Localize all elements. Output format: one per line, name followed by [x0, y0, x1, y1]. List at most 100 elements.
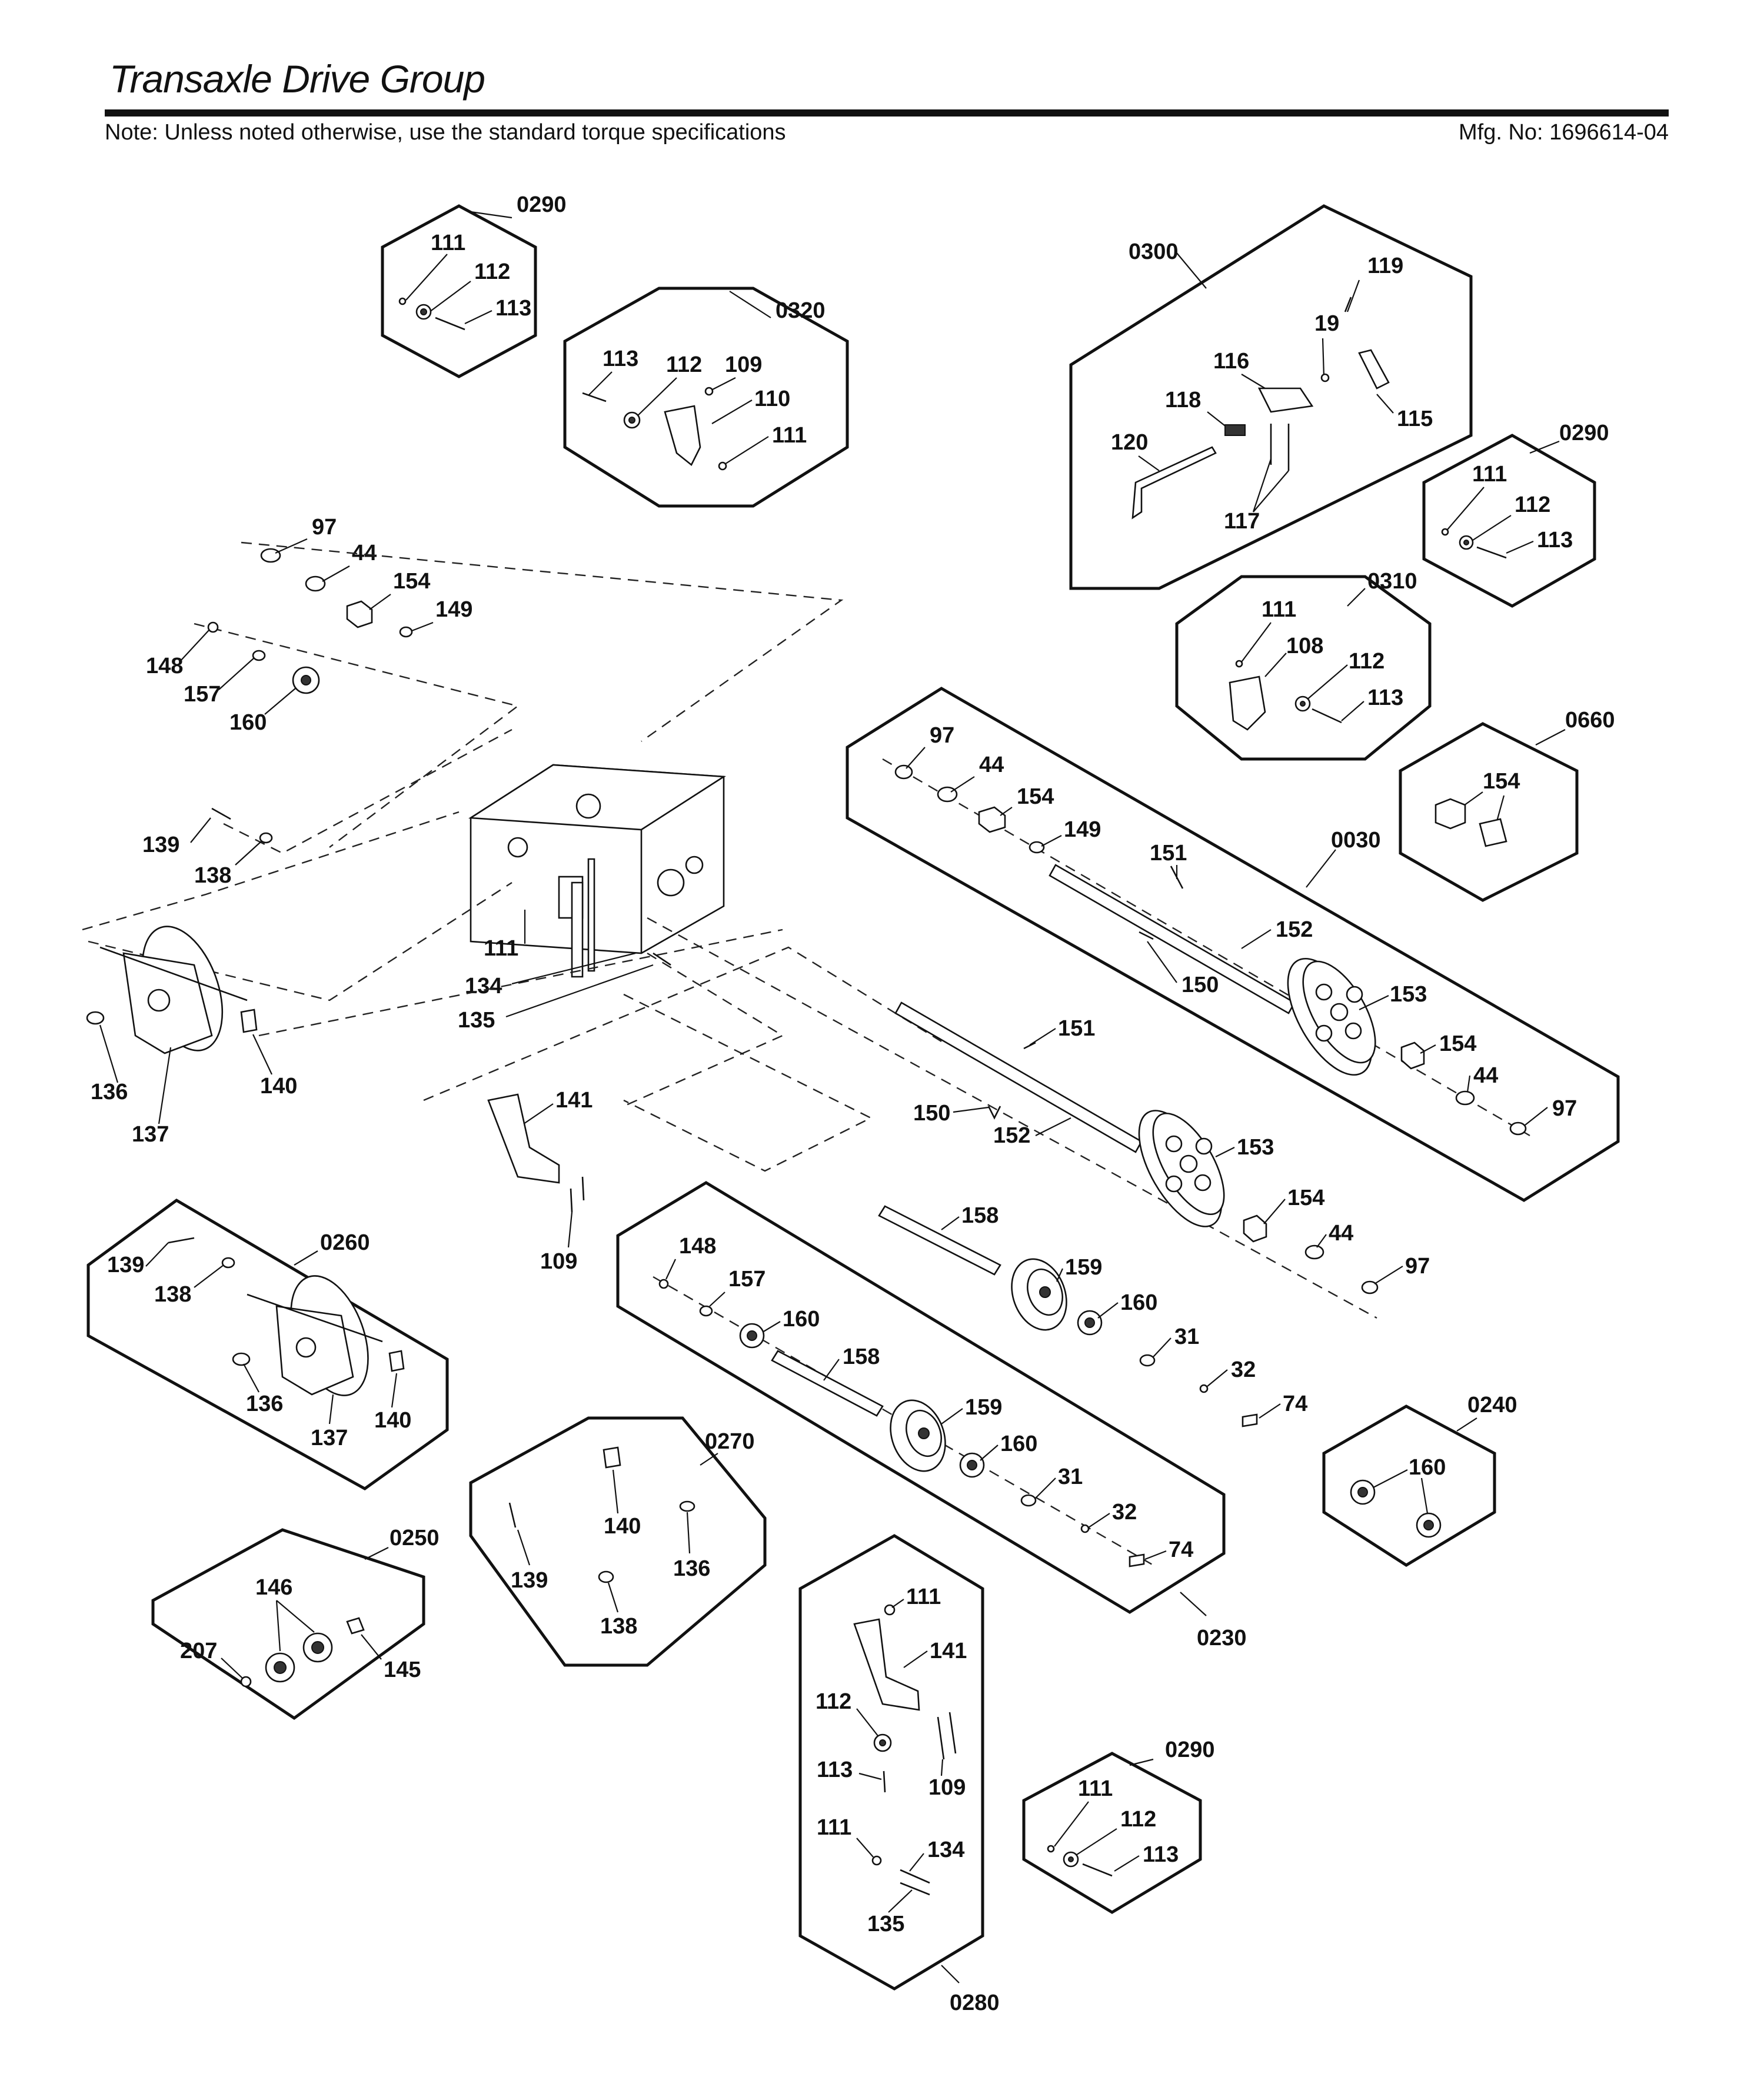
- mfg-number: Mfg. No: 1696614-04: [1458, 120, 1669, 145]
- wheel-assembly-137: [99, 926, 248, 1054]
- callout-label: 138: [194, 863, 231, 888]
- kit-0300: 0300 119 19 116 118 120 117 115: [1069, 204, 1473, 590]
- callout-label: 113: [817, 1758, 853, 1782]
- callout-label: 74: [1169, 1537, 1193, 1562]
- callout-label: 111: [772, 423, 807, 448]
- callout-label: 154: [393, 569, 430, 594]
- callout-label: 113: [603, 347, 638, 371]
- callout-label: 97: [312, 515, 337, 540]
- callout-label: 148: [679, 1234, 716, 1259]
- callout-label: 19: [1314, 311, 1339, 336]
- callout-label: 154: [1017, 784, 1054, 809]
- callout-label: 109: [540, 1249, 577, 1274]
- kit-ref-label: 0030: [1331, 828, 1381, 853]
- callout-label: 154: [1287, 1186, 1324, 1210]
- kit-0260: 0260 139 138 136 137 140: [86, 1199, 449, 1490]
- callout-label: 154: [1483, 769, 1520, 794]
- callout-label: 97: [930, 723, 954, 748]
- kit-0320: 0320 113 112 109 110 111: [563, 287, 849, 508]
- callout-label: 115: [1397, 407, 1433, 431]
- callout-label: 111: [1262, 597, 1296, 622]
- callout-label: 153: [1237, 1135, 1274, 1160]
- callout-label: 158: [961, 1203, 999, 1228]
- callout-label: 108: [1286, 634, 1323, 658]
- callout-label: 31: [1058, 1465, 1083, 1489]
- callout-label: 136: [91, 1080, 128, 1104]
- callout-label: 111: [906, 1585, 941, 1609]
- kit-ref-label: 0310: [1367, 569, 1417, 594]
- callout-label: 134: [465, 974, 502, 999]
- callout-label: 112: [474, 259, 510, 284]
- hub-159: [1011, 1258, 1067, 1331]
- callout-label: 111: [817, 1815, 851, 1840]
- kit-0240: 0240 160: [1322, 1393, 1517, 1567]
- callout-label: 112: [816, 1689, 851, 1714]
- callout-label: 113: [1537, 528, 1573, 553]
- callout-label: 141: [930, 1639, 967, 1663]
- callout-label: 150: [913, 1101, 950, 1126]
- callout-label: 112: [1349, 649, 1384, 674]
- callout-label: 110: [754, 387, 790, 411]
- callout-label: 113: [1367, 685, 1403, 710]
- kit-0030: 0030 97 44 154 149 151 152 150 153 154 4…: [846, 687, 1620, 1202]
- callout-label: 146: [255, 1575, 292, 1600]
- callout-label: 140: [374, 1408, 411, 1433]
- kit-ref-label: 0290: [1165, 1738, 1215, 1762]
- callout-label: 111: [484, 936, 518, 961]
- kit-ref-label: 0240: [1467, 1393, 1517, 1417]
- torque-note: Note: Unless noted otherwise, use the st…: [105, 120, 786, 145]
- kit-ref-label: 0320: [776, 298, 826, 323]
- callout-label: 44: [1329, 1221, 1353, 1246]
- callout-label: 112: [1120, 1807, 1156, 1832]
- callout-label: 139: [142, 833, 179, 857]
- callout-label: 74: [1283, 1392, 1307, 1416]
- callout-label: 160: [229, 710, 267, 735]
- loose-parts-center: 151 150 152 153 154 44 97 158 159 160 31…: [423, 917, 1430, 1427]
- callout-label: 153: [1390, 982, 1427, 1007]
- title-rule: [105, 109, 1669, 117]
- callout-label: 31: [1174, 1324, 1199, 1349]
- page-header: Transaxle Drive Group Note: Unless noted…: [0, 0, 1744, 153]
- callout-label: 109: [928, 1775, 966, 1800]
- callout-label: 111: [1078, 1776, 1113, 1801]
- kit-ref-label: 0290: [517, 192, 567, 217]
- callout-label: 145: [384, 1658, 421, 1682]
- kit-ref-label: 0290: [1559, 421, 1609, 445]
- callout-label: 159: [965, 1395, 1002, 1420]
- kit-0290-top: 0290 111 112 113: [381, 192, 567, 378]
- kit-ref-label: 0230: [1197, 1626, 1247, 1650]
- callout-label: 149: [1064, 817, 1101, 842]
- callout-label: 154: [1439, 1031, 1476, 1056]
- kit-ref-label: 0300: [1129, 239, 1179, 264]
- kit-0280: 0280 111 141 112 109 113 111 134 135: [798, 1534, 1000, 2015]
- callout-label: 97: [1552, 1096, 1577, 1121]
- callout-label: 112: [666, 352, 702, 377]
- callout-label: 136: [673, 1556, 710, 1581]
- kit-ref-label: 0270: [705, 1429, 755, 1454]
- callout-label: 148: [146, 654, 183, 678]
- callout-label: 117: [1224, 509, 1260, 534]
- kit-ref-label: 0260: [320, 1230, 370, 1255]
- callout-label: 152: [993, 1123, 1030, 1148]
- callout-label: 160: [1120, 1290, 1157, 1315]
- kit-0250: 0250 146 207 145: [151, 1526, 440, 1720]
- page-title: Transaxle Drive Group: [109, 57, 485, 101]
- callout-label: 44: [979, 753, 1004, 777]
- kit-0230: 0230 148 157 160 158 159 160 31 32 74: [616, 1181, 1247, 1650]
- callout-label: 112: [1515, 492, 1550, 517]
- callout-label: 160: [1000, 1432, 1037, 1456]
- callout-label: 136: [246, 1392, 283, 1416]
- callout-label: 139: [511, 1568, 548, 1593]
- bracket-141: [487, 1093, 560, 1184]
- kit-0270: 0270 139 140 136 138: [469, 1416, 767, 1667]
- callout-label: 151: [1150, 841, 1187, 866]
- callout-label: 160: [783, 1307, 820, 1332]
- callout-label: 111: [431, 231, 465, 255]
- callout-label: 151: [1058, 1016, 1095, 1041]
- transaxle-housing: [468, 764, 727, 978]
- hub-159-kit: [890, 1399, 946, 1472]
- callout-label: 160: [1409, 1455, 1446, 1480]
- kit-ref-label: 0280: [950, 1991, 1000, 2015]
- callout-label: 157: [184, 682, 221, 707]
- callout-label: 149: [435, 597, 472, 622]
